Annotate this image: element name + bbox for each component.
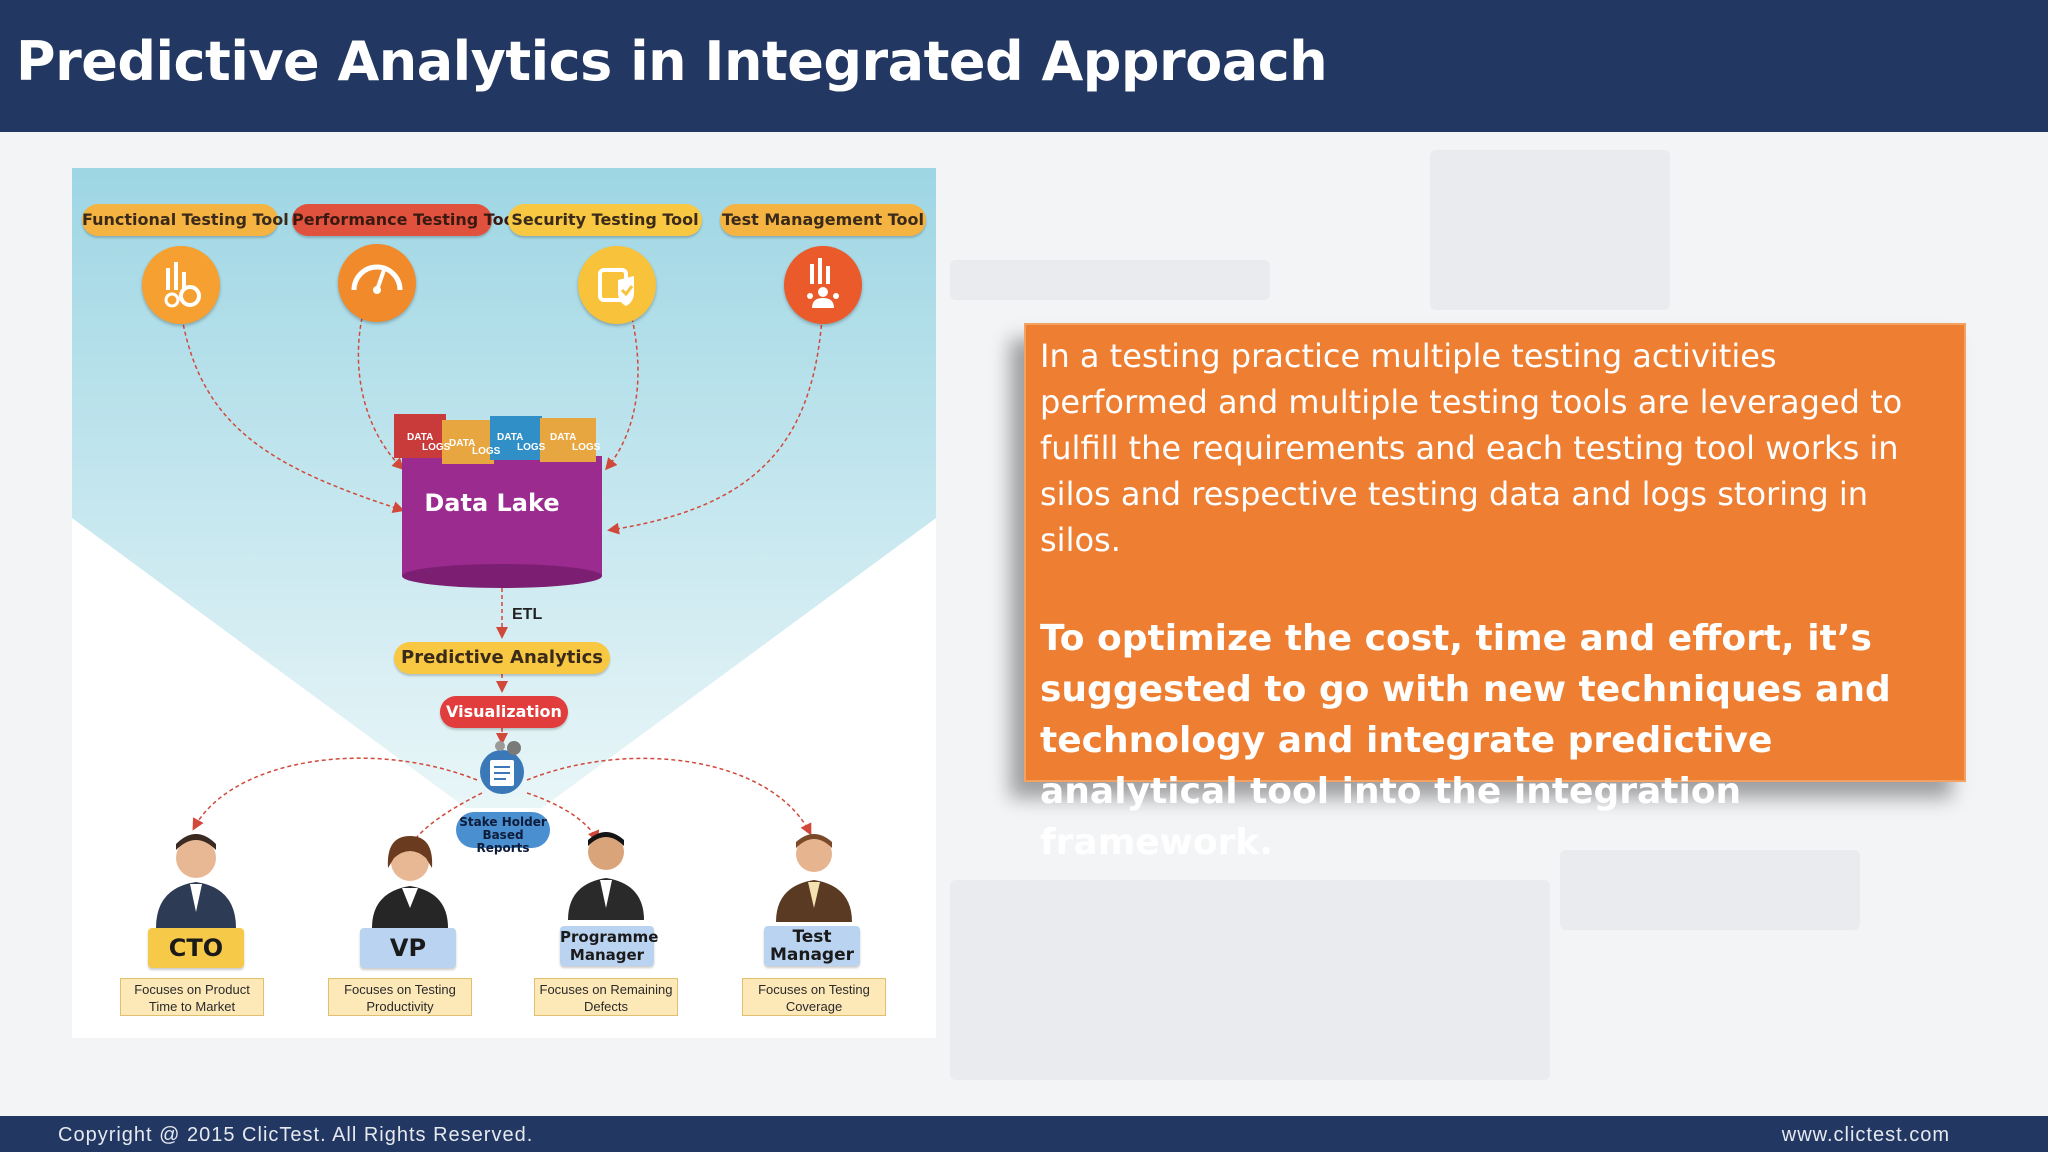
- flow-line: [181, 317, 405, 513]
- cube-label: LOGS: [572, 442, 601, 453]
- cube-label: DATA: [449, 438, 475, 449]
- background-decoration: [950, 260, 1270, 300]
- cube-label: DATA: [550, 432, 576, 443]
- flow-line: [605, 317, 639, 471]
- vp-avatar: [372, 836, 448, 928]
- data-lake-label: Data Lake: [424, 489, 560, 517]
- gear-icon: [495, 741, 505, 751]
- header-bar: Predictive Analytics in Integrated Appro…: [0, 0, 2048, 132]
- flow-line: [526, 757, 812, 836]
- gear-icon: [507, 741, 521, 755]
- page-title: Predictive Analytics in Integrated Appro…: [16, 30, 1328, 93]
- data-cube: [490, 416, 542, 460]
- role-badge-vp: VP: [360, 928, 456, 968]
- data-cube: [540, 418, 596, 462]
- cube-label: DATA: [407, 432, 433, 443]
- predictive-analytics-label: Predictive Analytics: [394, 642, 610, 674]
- background-decoration: [1430, 150, 1670, 310]
- cube-label: LOGS: [422, 442, 451, 453]
- role-focus-cto: Focuses on Product Time to Market: [120, 978, 264, 1016]
- footer-bar: Copyright @ 2015 ClicTest. All Rights Re…: [0, 1116, 2048, 1152]
- role-focus-vp: Focuses on Testing Productivity: [328, 978, 472, 1016]
- role-badge-programme-manager: Programme Manager: [560, 926, 659, 966]
- background-decoration: [950, 880, 1550, 1080]
- copyright-text: Copyright @ 2015 ClicTest. All Rights Re…: [58, 1124, 534, 1146]
- programme-manager-avatar: [568, 832, 644, 920]
- tool-label-performance: Performance Testing Tool: [292, 204, 520, 236]
- data-cube: [442, 420, 494, 464]
- data-lake-bottom: [402, 564, 602, 588]
- security-testing-icon: [578, 246, 656, 324]
- etl-label: ETL: [512, 606, 543, 623]
- role-focus-programme-manager: Focuses on Remaining Defects: [534, 978, 678, 1016]
- visualization-label: Visualization: [440, 696, 568, 728]
- cube-label: LOGS: [472, 446, 501, 457]
- cube-label: DATA: [497, 432, 523, 443]
- data-cube: [394, 414, 446, 458]
- role-badge-test-manager: Test Manager: [764, 926, 860, 966]
- background-decoration: [1560, 850, 1860, 930]
- diagram-graphics: DATA LOGS DATA LOGS DATA LOGS DATA LOGS: [72, 168, 936, 928]
- recommendation-paragraph: To optimize the cost, time and effort, i…: [1040, 618, 1891, 863]
- flow-line: [192, 757, 478, 831]
- cto-avatar: [156, 834, 236, 928]
- flow-line: [357, 317, 405, 471]
- test-manager-avatar: [776, 834, 852, 922]
- data-lake-body: [402, 456, 602, 576]
- role-badge-cto: CTO: [148, 928, 244, 968]
- functional-testing-icon: [142, 246, 220, 324]
- description-paragraph: In a testing practice multiple testing a…: [1040, 337, 1903, 559]
- tool-label-security: Security Testing Tool: [508, 204, 702, 236]
- tool-label-functional: Functional Testing Tool: [82, 204, 289, 236]
- cube-label: LOGS: [517, 442, 546, 453]
- tool-label-test-management: Test Management Tool: [720, 204, 926, 236]
- integration-diagram: DATA LOGS DATA LOGS DATA LOGS DATA LOGS: [72, 168, 936, 1038]
- performance-testing-icon: [338, 244, 416, 322]
- role-focus-test-manager: Focuses on Testing Coverage: [742, 978, 886, 1016]
- test-management-icon: [784, 246, 862, 324]
- website-link: www.clictest.com: [1781, 1124, 1950, 1146]
- stakeholder-reports-label: Stake Holder Based Reports: [456, 812, 550, 855]
- description-textbox: In a testing practice multiple testing a…: [1024, 323, 1966, 863]
